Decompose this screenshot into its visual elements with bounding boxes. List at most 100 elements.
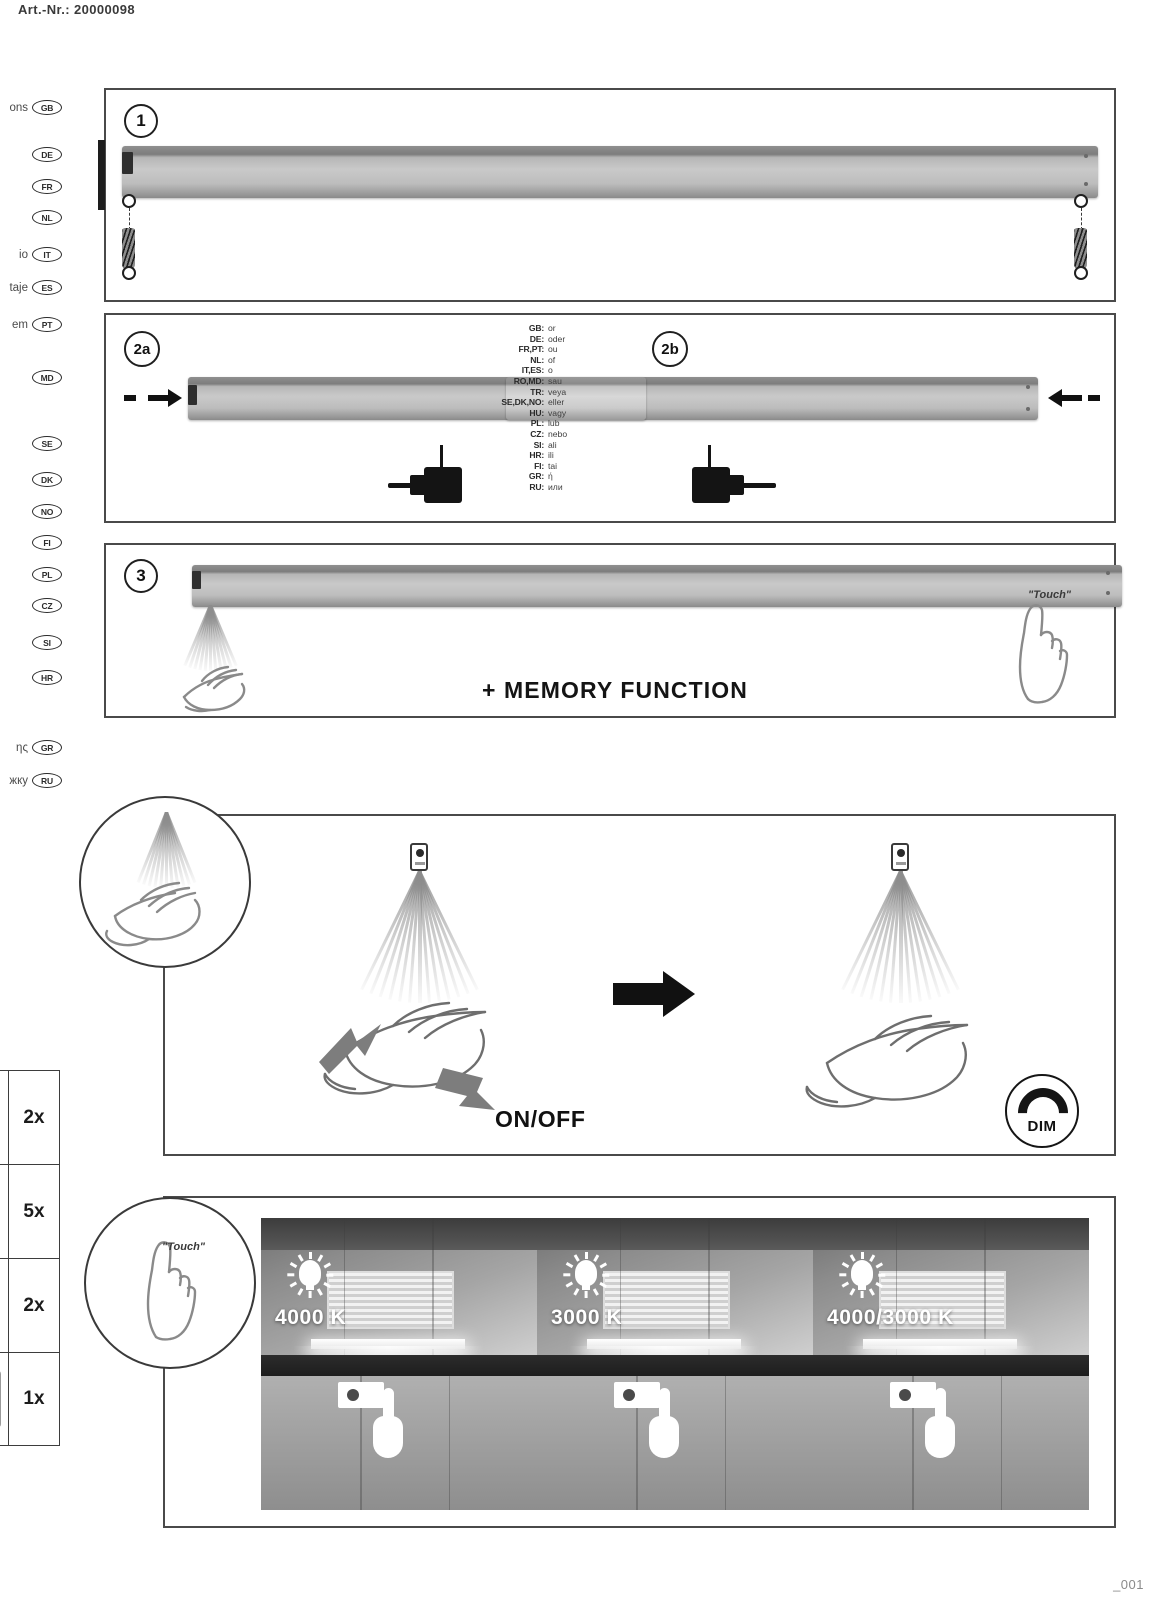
sensor-dot [623,1389,636,1401]
language-row-gb: ons GB [0,100,62,115]
or-translation-row: GR:ή [496,471,567,482]
or-translation-row: RU:или [496,482,567,493]
motion-arrow-left [319,1024,381,1074]
light-ray [418,871,422,1003]
language-badge-it-icon: IT [32,247,62,262]
or-translation-row: SI:ali [496,440,567,451]
sensor-slot-left [415,862,425,865]
article-number: Art.-Nr.: 20000098 [18,2,136,17]
language-word: taje [9,281,28,294]
sensor-module-left [410,843,428,871]
or-translation-value: o [548,365,553,376]
bulb-base [306,1283,314,1290]
overlay-finger [383,1388,395,1422]
language-badge-md-icon: MD [32,370,62,385]
pointing-finger-overlay [371,1388,405,1466]
or-translation-value: veya [548,386,567,397]
pointing-finger-icon-callout [146,1241,197,1341]
countertop [261,1355,537,1376]
language-badge-no-icon: NO [32,504,62,519]
bulb-ray [289,1281,298,1288]
language-row-fr: FR [0,179,62,194]
connector-body-2a [424,467,462,503]
language-row-si: SI [0,635,62,650]
ceiling-band [261,1218,537,1251]
bulb-ray [878,1273,886,1277]
parts-row: 1x [0,1352,60,1446]
or-language-code: GB: [528,323,544,333]
pointing-finger-overlay [647,1388,681,1466]
bulb-ray [297,1254,304,1262]
or-translation-row: IT,ES: o [496,365,567,376]
led-dot-right-step2 [1026,385,1030,389]
or-translation-row: CZ:nebo [496,429,567,440]
pointing-finger-overlay [923,1388,957,1466]
kitchen-window [327,1270,455,1329]
or-translation-row: RO,MD:sau [496,376,567,387]
language-badge-fi-icon: FI [32,535,62,550]
bulb-ray [875,1281,883,1288]
hand-wave-callout [79,796,251,968]
insert-arrow-dash-left [124,395,136,401]
overlay-finger [659,1388,671,1422]
insert-arrow-stem-right [1062,395,1082,401]
language-word: io [19,248,28,261]
or-language-code: FI: [534,460,544,471]
color-temperature-label: 4000/3000 K [827,1306,954,1329]
lower-cabinet-seam [912,1375,914,1510]
bulb-ray [309,1252,312,1259]
insert-arrow-dash-right [1088,395,1100,401]
language-word: ons [9,101,28,114]
part-quantity: 1x [23,1388,45,1409]
part-image [0,1071,9,1164]
or-translation-row: GB:or [496,323,567,334]
step-1-badge: 1 [124,104,158,138]
screw-guide-left [129,208,130,230]
language-badge-es-icon: ES [32,280,62,295]
hand-wave-icon-step3 [182,665,246,713]
led-endcap-left-step3 [192,571,201,589]
or-language-code: HU: [529,407,544,418]
or-translation-row: FR,PT: ou [496,344,567,355]
language-row-no: NO [0,504,62,519]
or-language-code: SI: [533,439,545,450]
part-image [0,1353,9,1445]
sensor-lens-right [897,849,905,857]
under-cabinet-light [310,1339,466,1350]
or-language-code: IT,ES: [521,365,544,376]
bulb-ray [875,1262,883,1269]
language-row-pl: PL [0,567,62,582]
insert-arrow-head-left [168,389,182,407]
light-bulb-icon [563,1252,610,1298]
or-language-code: CZ: [530,428,544,439]
step-2b-badge: 2b [652,331,688,367]
or-language-code: FR,PT: [518,344,544,355]
countertop [537,1355,813,1376]
language-badge-gb-icon: GB [32,100,62,115]
ceiling-band [537,1218,813,1251]
bulb-ray [869,1254,875,1262]
hand-wave-icon-callout [105,881,201,947]
bulb-glass [851,1260,873,1286]
led-screw-point-right [1084,154,1088,158]
or-language-code: RU: [529,481,544,492]
connector-pin-2b [708,445,711,469]
bulb-ray [565,1262,574,1269]
screw-head-left [122,194,136,208]
bulb-ray [287,1273,295,1277]
or-translation-value: ou [548,344,558,355]
language-badge-pt-icon: PT [32,317,62,332]
or-translation-value: ali [548,439,557,450]
bulb-ray [602,1273,610,1277]
sensor-badge [890,1382,937,1408]
bulb-ray [309,1291,312,1298]
insert-arrow-head-right [1048,389,1062,407]
lower-cabinet-seam [636,1375,638,1510]
color-temperature-label: 4000 K [275,1306,347,1329]
sensor-beam-dim [841,871,961,1003]
or-language-code: RO,MD: [513,375,545,386]
sensor-lens-left [416,849,424,857]
kitchen-photo: 4000/3000 K [813,1218,1089,1510]
